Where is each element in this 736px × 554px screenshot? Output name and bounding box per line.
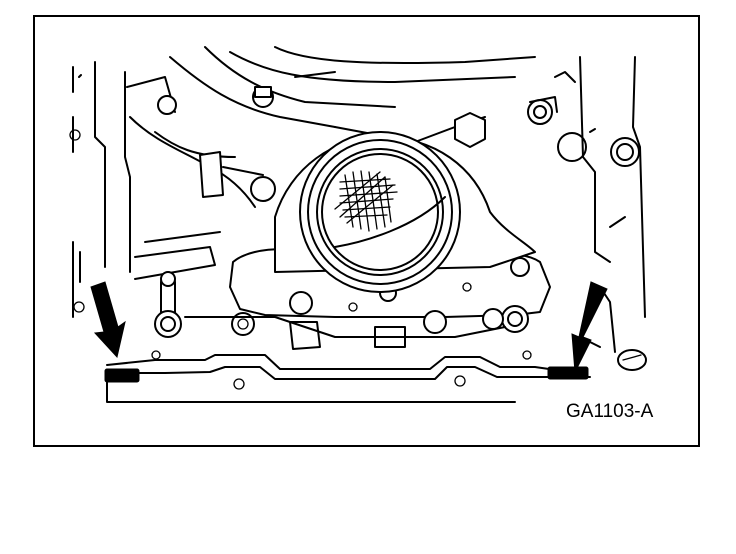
sealant-bead-left <box>104 368 140 383</box>
sealant-bead-right <box>547 366 589 380</box>
engine-block-outline <box>69 56 646 318</box>
engine-illustration <box>69 46 647 403</box>
figure-id-label: GA1103-A <box>566 401 654 422</box>
figure-frame: GA1103-A <box>33 15 700 447</box>
upper-tubes <box>129 46 536 208</box>
right-side-detail <box>599 286 647 371</box>
down-arrow-icon-left <box>90 281 126 359</box>
upper-bolts <box>157 86 558 202</box>
rear-seal-housing <box>274 131 536 293</box>
down-arrow-icon-right <box>571 281 608 374</box>
oil-pan-rail <box>106 341 601 403</box>
lower-bolts <box>154 271 529 350</box>
seal-crosshatch <box>334 170 398 232</box>
